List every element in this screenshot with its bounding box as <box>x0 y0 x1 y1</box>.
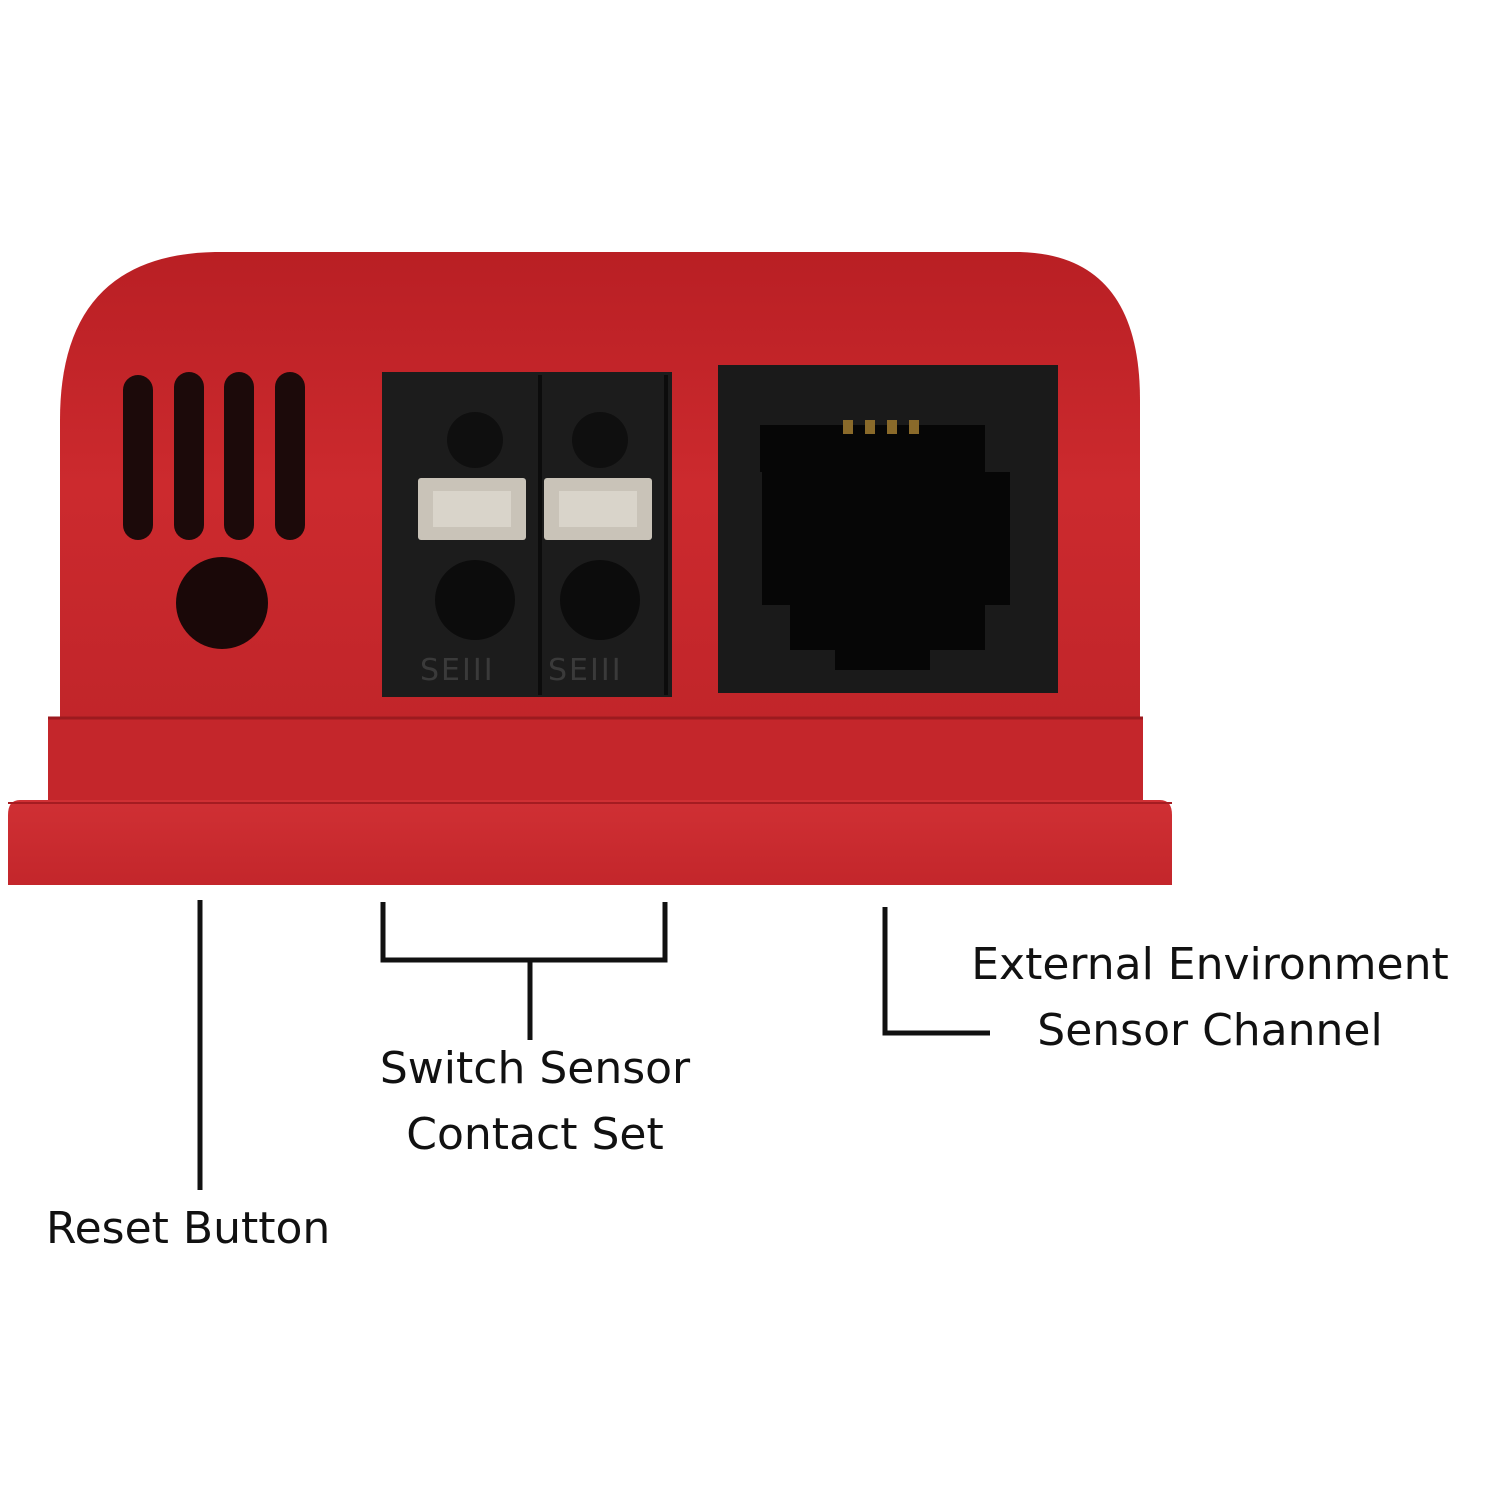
external-sensor-label-line-1: External Environment <box>971 939 1449 990</box>
svg-text:SEIII: SEIII <box>548 653 623 688</box>
reset-button-label-line: Reset Button <box>46 1203 331 1254</box>
external-sensor-label: External Environment Sensor Channel <box>930 932 1490 1064</box>
external-sensor-label-line-2: Sensor Channel <box>1037 1005 1383 1056</box>
housing-lower-band <box>48 718 1143 808</box>
reset-button-label: Reset Button <box>46 1196 330 1262</box>
external-leader <box>882 907 990 1036</box>
switch-sensor-label-line-2: Contact Set <box>406 1109 664 1160</box>
vent-slots <box>123 372 305 540</box>
switch-terminal-block: SEIII SEIII <box>382 372 672 697</box>
leader-lines <box>197 900 990 1190</box>
switch-sensor-label: Switch Sensor Contact Set <box>300 1036 770 1168</box>
rj-port <box>718 365 1058 693</box>
switch-sensor-label-line-1: Switch Sensor <box>379 1043 691 1094</box>
switch-bracket <box>380 902 668 963</box>
svg-text:SEIII: SEIII <box>420 653 495 688</box>
housing-flange <box>8 800 1172 885</box>
reset-button-hole <box>176 557 268 649</box>
